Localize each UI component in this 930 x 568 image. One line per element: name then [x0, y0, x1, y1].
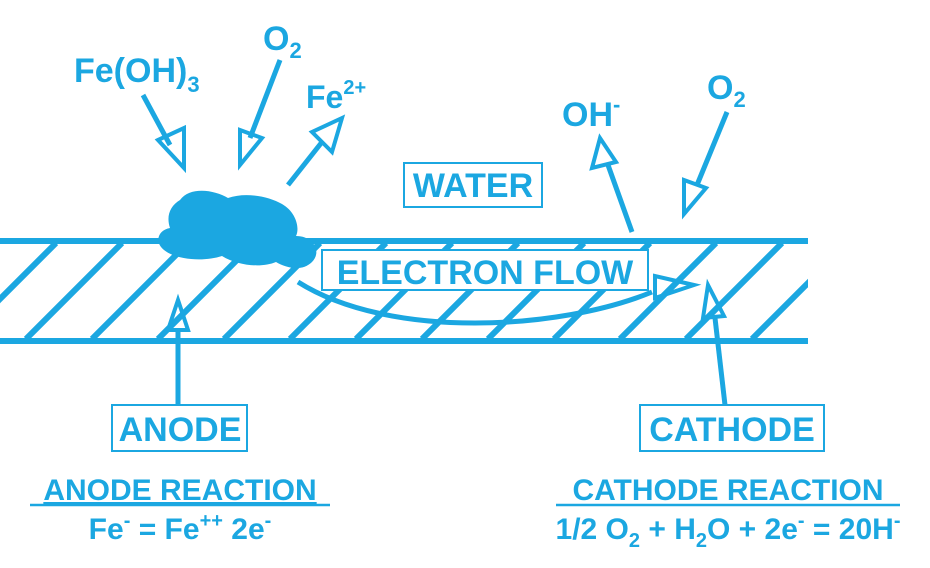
hatch-line [818, 243, 914, 339]
fe2plus-label: Fe2+ [306, 77, 366, 115]
o2-left-arrow-shaft [247, 59, 283, 139]
hatch-line [617, 243, 719, 339]
anode-label: ANODE [119, 411, 242, 449]
o2-right-label: O2 [707, 69, 746, 112]
water-label: WATER [413, 167, 533, 205]
hatch-line [683, 243, 785, 339]
cathode-arrowhead [700, 278, 728, 321]
anode-reaction-equation: Fe- = Fe++ 2e- [89, 510, 272, 546]
oh-arrowhead [589, 133, 620, 171]
fe2plus-arrowhead [308, 114, 346, 156]
o2-left-label: O2 [263, 20, 302, 63]
cathode-label: CATHODE [649, 411, 815, 449]
rust-deposit [158, 190, 317, 269]
oh-arrow-shaft [605, 164, 635, 233]
electron-flow-arrowhead [653, 273, 702, 301]
electron-flow-arrow [296, 279, 653, 326]
hatch-line [749, 278, 808, 339]
cathode-reaction-title: CATHODE REACTION [572, 474, 883, 507]
cathode-box [639, 404, 825, 452]
feoh3-arrowhead [154, 124, 186, 174]
feoh3-label: Fe(OH)3 [74, 52, 200, 97]
o2-left-arrowhead [238, 127, 266, 171]
cathode-reaction-equation: 1/2 O2 + H2O + 2e- = 20H- [556, 510, 901, 552]
arrows [140, 59, 730, 406]
anode-arrowhead [165, 293, 191, 332]
oh-label: OH- [562, 92, 620, 134]
hatch-line [89, 243, 191, 339]
hatch-line [0, 243, 59, 304]
o2-right-arrow-shaft [694, 111, 730, 186]
hatch-line [23, 243, 125, 339]
water-box [403, 162, 543, 208]
hatch-line [884, 243, 930, 339]
o2-right-arrowhead [682, 177, 710, 220]
fe2plus-arrow-shaft [286, 140, 324, 187]
electron-flow-box [321, 249, 649, 291]
cathode-arrow-shaft [712, 317, 728, 406]
electron-flow-label: ELECTRON FLOW [337, 254, 634, 292]
anode-box [111, 404, 248, 452]
anode-reaction-title: ANODE REACTION [43, 474, 316, 507]
